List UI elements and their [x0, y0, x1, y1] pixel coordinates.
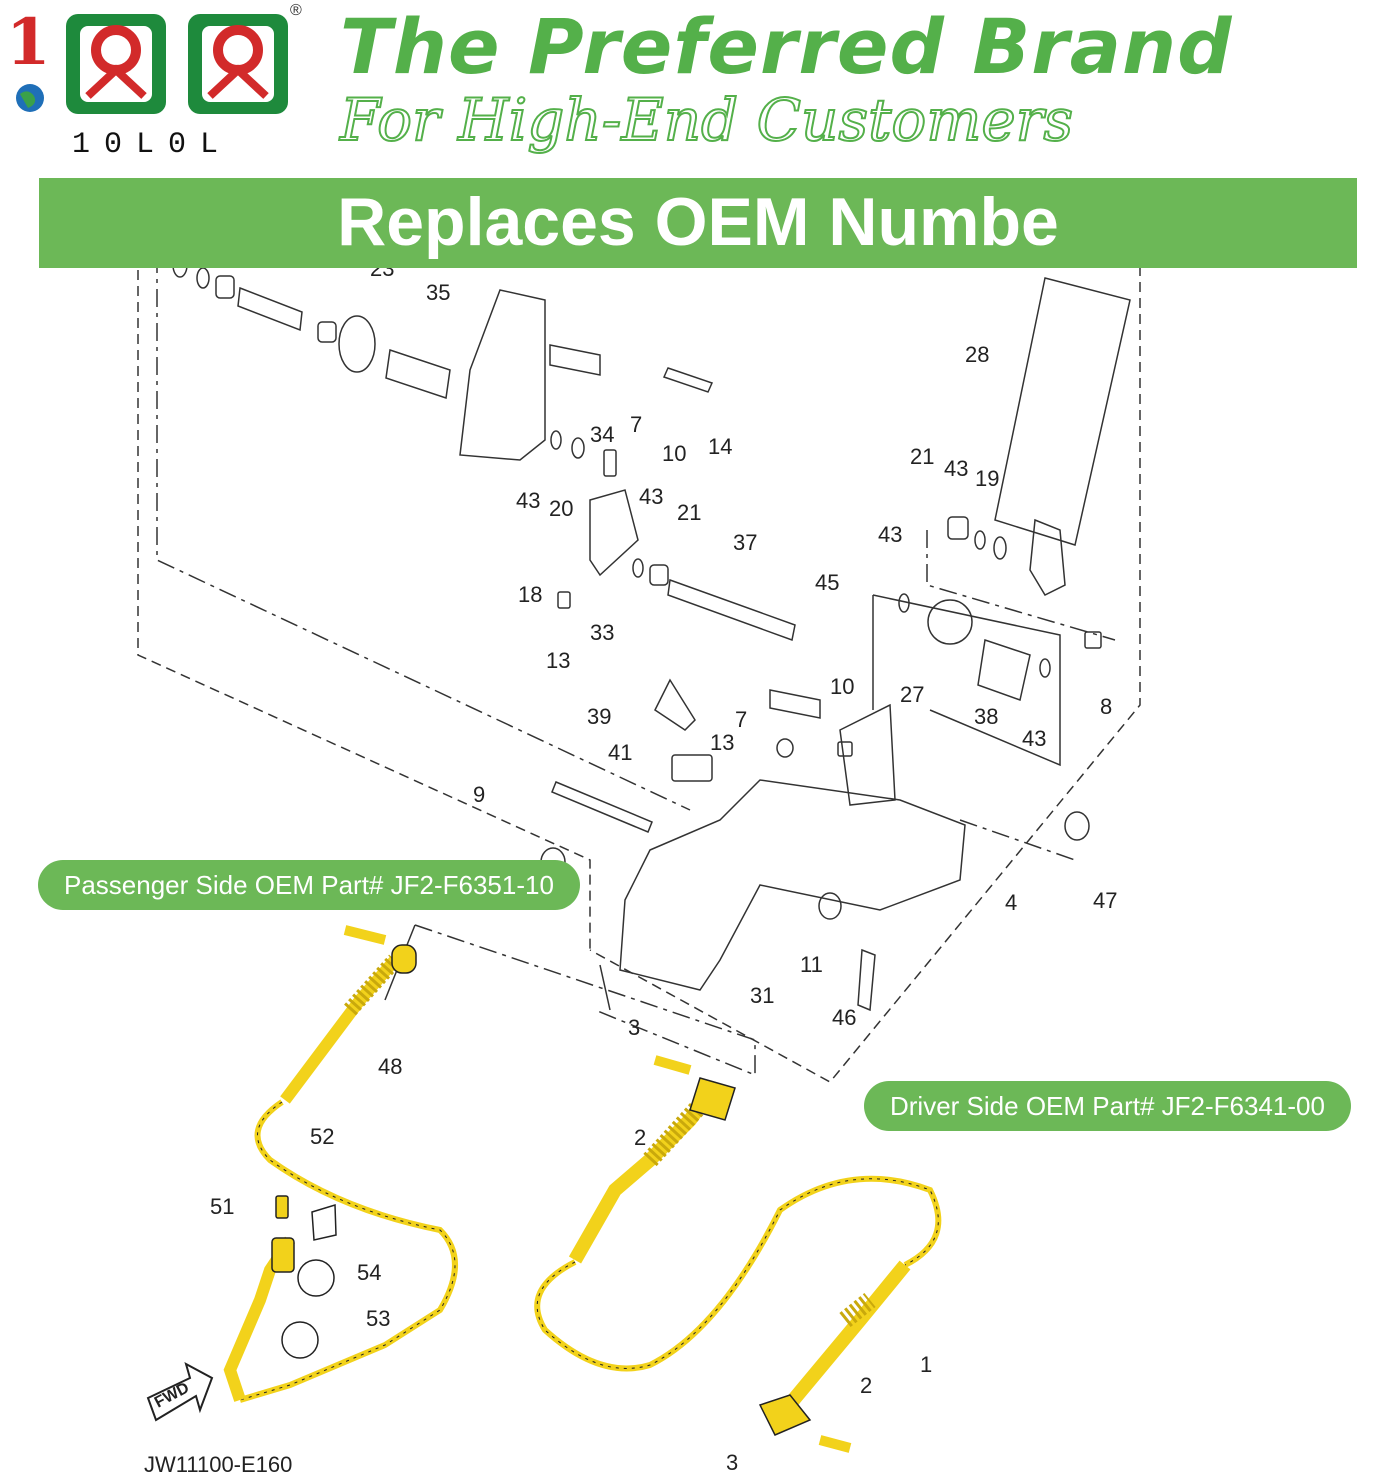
part-number-label: 10 [662, 441, 686, 466]
logo-wordmark: 10L0L [72, 128, 233, 162]
part-number-label: 7 [735, 707, 747, 732]
part-number-label: 43 [878, 522, 902, 547]
part-number-label: 14 [708, 434, 732, 459]
passenger-side-callout: Passenger Side OEM Part# JF2-F6351-10 [38, 860, 580, 910]
part-number-label: 19 [975, 466, 999, 491]
part-number-label: 13 [710, 730, 734, 755]
part-number-label: 1 [920, 1352, 932, 1377]
headline: The Preferred Brand [340, 2, 1233, 91]
oem-banner: Replaces OEM Numbe [39, 178, 1357, 268]
part-number-label: 41 [608, 740, 632, 765]
subline: For High-End Customers [339, 85, 1074, 155]
part-number-label: 3 [726, 1450, 738, 1475]
part-number-label: 21 [677, 500, 701, 525]
part-number-label: 18 [518, 582, 542, 607]
part-number-label: 46 [832, 1005, 856, 1030]
part-number-label: 20 [549, 496, 573, 521]
part-number-label: 38 [974, 704, 998, 729]
part-number-label: 35 [426, 280, 450, 305]
part-number-label: 3 [628, 1015, 640, 1040]
oem-banner-text: Replaces OEM Numbe [337, 184, 1059, 260]
part-number-label: 43 [639, 484, 663, 509]
part-number-label: 43 [516, 488, 540, 513]
part-number-label: 9 [473, 782, 485, 807]
part-number-label: 52 [310, 1124, 334, 1149]
part-number-label: 51 [210, 1194, 234, 1219]
part-number-label: 31 [750, 983, 774, 1008]
part-number-label: 28 [965, 342, 989, 367]
part-number-label: 21 [910, 444, 934, 469]
drawing-code: JW11100-E160 [144, 1452, 293, 1477]
part-number-label: 53 [366, 1306, 390, 1331]
part-number-label: 10 [830, 674, 854, 699]
part-number-label: 43 [944, 456, 968, 481]
part-number-label: 13 [546, 648, 570, 673]
svg-text:1: 1 [6, 5, 51, 80]
part-number-label: 2 [860, 1373, 872, 1398]
part-number-label: 27 [900, 682, 924, 707]
part-number-label: 37 [733, 530, 757, 555]
part-number-label: 48 [378, 1054, 402, 1079]
part-number-label: 39 [587, 704, 611, 729]
part-number-label: 45 [815, 570, 839, 595]
driver-side-callout: Driver Side OEM Part# JF2-F6341-00 [864, 1081, 1351, 1131]
part-number-label: 33 [590, 620, 614, 645]
part-number-label: 4 [1005, 890, 1017, 915]
part-number-label: 2 [634, 1125, 646, 1150]
part-number-label: 8 [1100, 694, 1112, 719]
part-number-label: 43 [1022, 726, 1046, 751]
brand-logo: 1 [6, 5, 288, 114]
part-number-label: 34 [590, 422, 614, 447]
fwd-arrow-icon: FWD [146, 1361, 214, 1422]
part-number-label: 11 [800, 952, 823, 977]
part-number-label: 54 [357, 1260, 381, 1285]
registered-mark: ® [290, 2, 302, 19]
part-number-label: 47 [1093, 888, 1117, 913]
part-number-label: 7 [630, 412, 642, 437]
